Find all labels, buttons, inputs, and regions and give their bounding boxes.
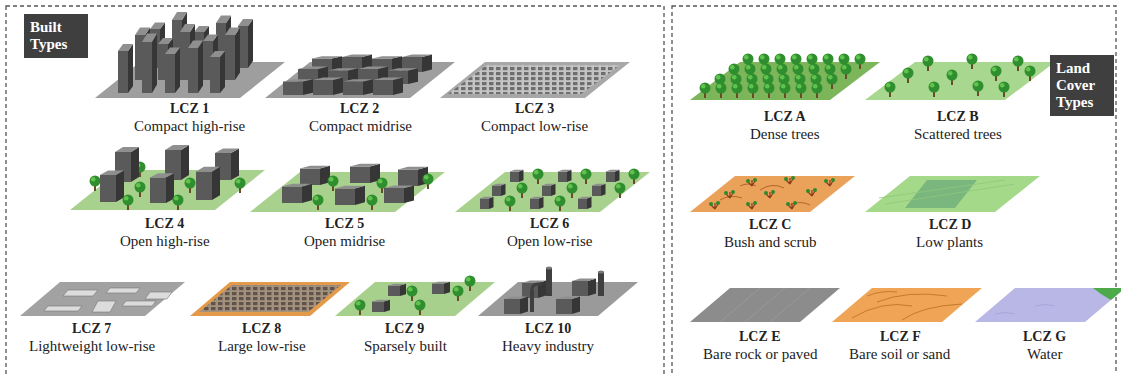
zone-code: LCZ 5 [325, 215, 364, 232]
zone-name: Open low-rise [507, 233, 592, 250]
lcz6-figure [455, 169, 650, 213]
lcz10-figure [478, 267, 638, 317]
zone-name: Heavy industry [502, 338, 594, 355]
lcz3-figure [440, 62, 630, 98]
lczf-figure [832, 288, 982, 322]
type-heading-box: Built Types [24, 14, 88, 58]
zone-code: LCZ C [749, 216, 791, 233]
zone-code: LCZ F [880, 328, 921, 345]
lcz4-figure [70, 145, 265, 210]
zone-code: LCZ 8 [242, 320, 281, 337]
lcz2-figure [265, 55, 455, 99]
lczg-figure [975, 288, 1121, 322]
lcz1-figure [95, 12, 285, 98]
zone-name: Low plants [916, 234, 983, 251]
zone-code: LCZ 6 [530, 215, 569, 232]
zone-name: Compact low-rise [481, 118, 588, 135]
type-heading-box: Land Cover Types [1050, 55, 1114, 116]
zone-name: Water [1027, 346, 1062, 363]
zone-name: Compact midrise [309, 118, 412, 135]
lcz5-figure [250, 164, 445, 212]
zone-name: Large low-rise [218, 338, 306, 355]
zone-name: Compact high-rise [134, 118, 245, 135]
zone-code: LCZ G [1023, 328, 1066, 345]
zone-name: Bare soil or sand [849, 346, 950, 363]
zone-name: Dense trees [750, 126, 820, 143]
panel-border [6, 6, 664, 374]
type-heading: Built Types [30, 19, 82, 53]
zone-code: LCZ A [764, 108, 806, 125]
lcz9-figure [335, 276, 495, 317]
zone-name: Bare rock or paved [703, 346, 818, 363]
zone-code: LCZ D [929, 216, 971, 233]
zone-code: LCZ 7 [72, 320, 111, 337]
zone-name: Open midrise [304, 233, 385, 250]
lcza-figure [690, 54, 880, 101]
lczc-figure [690, 176, 855, 212]
lcze-figure [690, 288, 840, 322]
lcz7-figure [20, 282, 185, 316]
lczd-figure [865, 176, 1040, 212]
zone-code: LCZ 9 [385, 320, 424, 337]
zone-code: LCZ 3 [515, 100, 554, 117]
lcz8-figure [190, 282, 350, 316]
zone-name: Lightweight low-rise [29, 338, 155, 355]
zone-code: LCZ B [937, 108, 979, 125]
zone-name: Bush and scrub [724, 234, 817, 251]
zone-name: Sparsely built [364, 338, 447, 355]
zone-code: LCZ 4 [145, 215, 184, 232]
lczb-figure [865, 54, 1055, 101]
zone-code: LCZ 2 [340, 100, 379, 117]
zone-code: LCZ 1 [170, 100, 209, 117]
type-heading: Land Cover Types [1056, 60, 1108, 111]
zone-name: Scattered trees [914, 126, 1002, 143]
zone-code: LCZ E [739, 328, 781, 345]
zone-code: LCZ 10 [525, 320, 571, 337]
zone-name: Open high-rise [120, 233, 210, 250]
